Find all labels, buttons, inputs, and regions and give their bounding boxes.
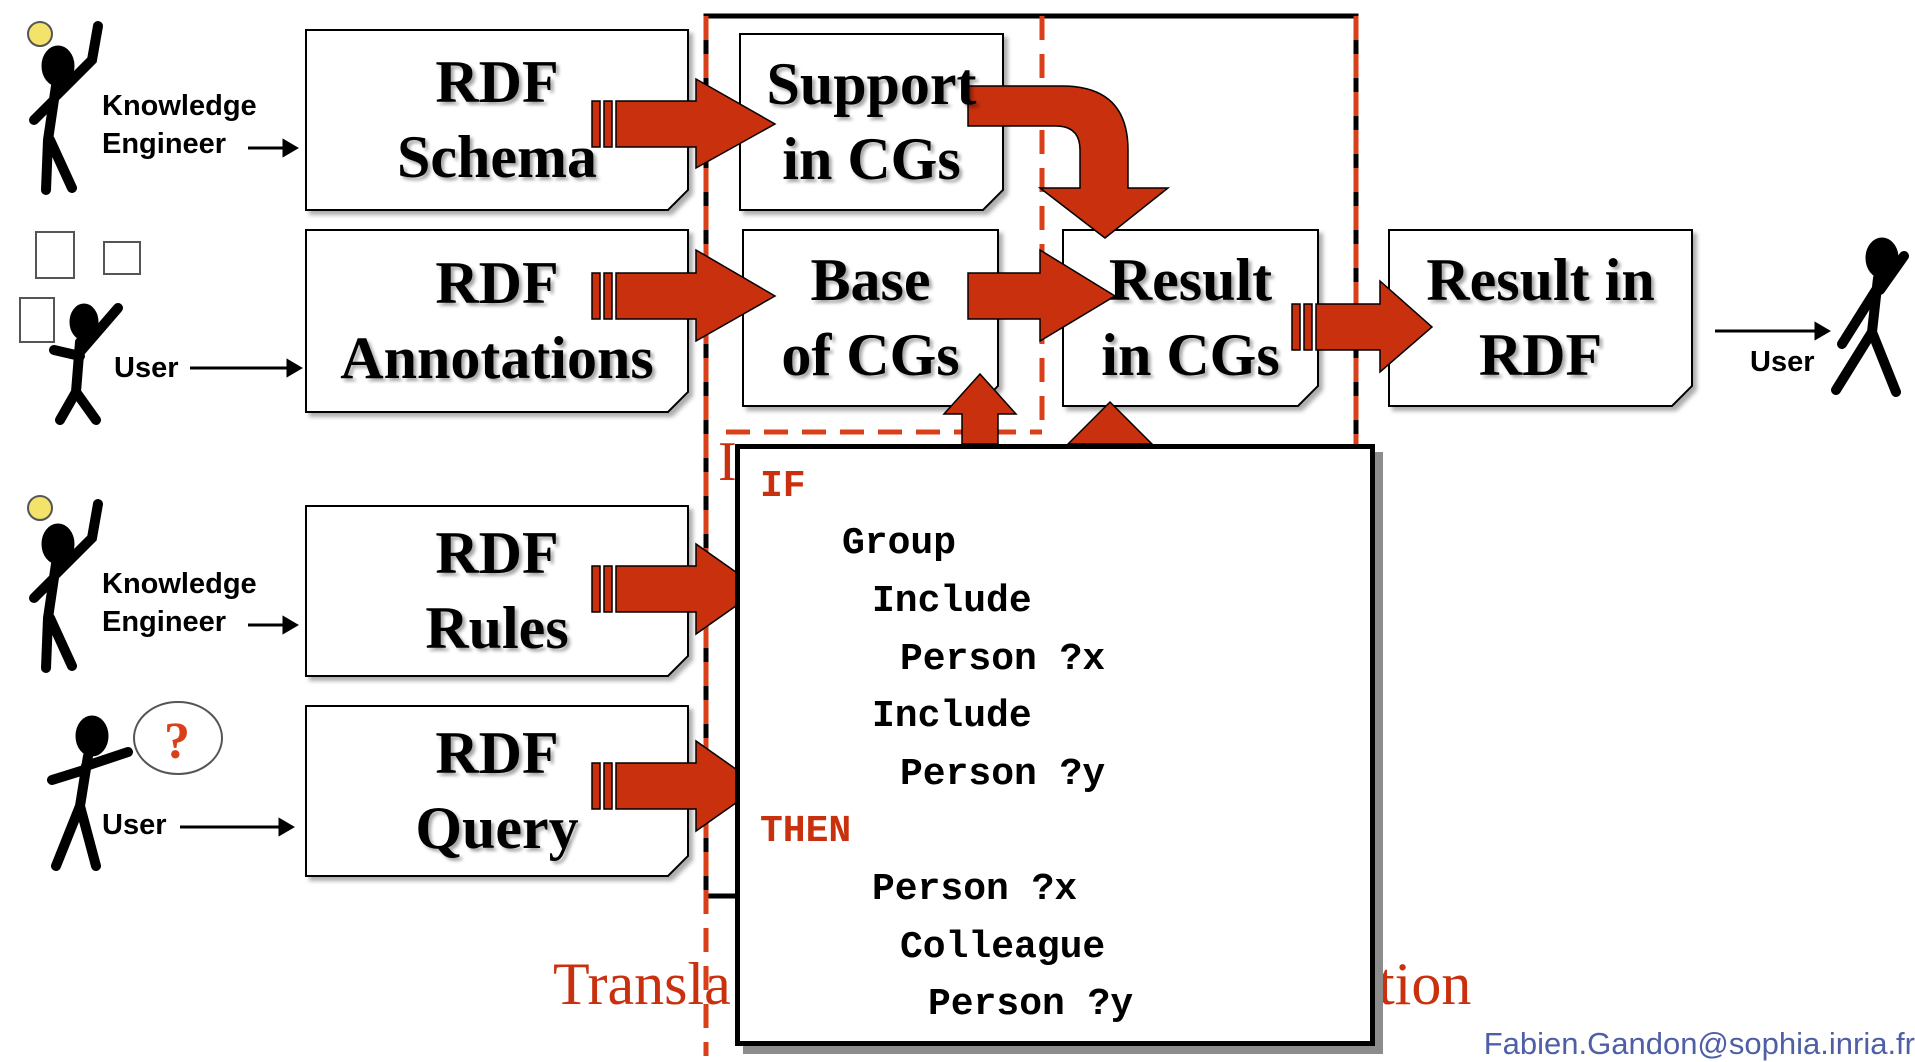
doc-result-cgs: Result in CGs [1063,230,1318,406]
doc-result-cgs-line2: in CGs [1101,322,1280,388]
actor-ke1-line2: Engineer [102,127,227,160]
rule-line-group: Group [842,522,957,565]
partial-inference-label: I [718,431,737,493]
thought-bubble-icon [133,701,223,775]
rule-then-person-x: Person ?x [872,868,1078,911]
doc-rdf-annotations-line1: RDF [435,250,559,316]
question-mark-icon: ? [164,713,190,770]
doc-result-rdf-line2: RDF [1478,322,1603,388]
actor-knowledge-engineer-2: Knowledge Engineer [102,566,257,641]
actor-ke1-line1: Knowledge [102,90,257,122]
actor-arrow-user2 [278,817,295,837]
doc-base-cgs-line2: of CGs [781,322,960,388]
arrow-base-to-result [967,248,1117,343]
actor-user-2: User [102,809,167,841]
actor-knowledge-engineer-1: Knowledge Engineer [102,88,257,163]
doc-base-cgs-line1: Base [810,247,931,313]
actor-user-1: User [114,352,179,384]
actor-arrow-user1 [286,358,303,378]
rule-line-person-x: Person ?x [900,638,1106,681]
rule-then-colleague: Colleague [900,926,1106,969]
doc-rdf-query: RDF Query [306,706,688,876]
knowledge-engineer-figure-1 [27,21,103,195]
rule-line-person-y: Person ?y [900,753,1106,796]
doc-rdf-annotations-line2: Annotations [340,325,654,391]
author-email[interactable]: Fabien.Gandon@sophia.inria.fr [1483,1026,1915,1061]
rule-if-keyword: IF [760,465,806,508]
translation-title-right: tion [1378,951,1472,1017]
rule-line-include-1: Include [872,580,1032,623]
doc-rdf-rules: RDF Rules [306,506,688,676]
doc-rdf-rules-line1: RDF [435,520,559,586]
rule-line-include-2: Include [872,695,1032,738]
arrow-up-to-base [942,372,1018,445]
doc-rdf-query-line2: Query [415,795,579,861]
arrow-rules-to-engine [591,542,762,636]
doc-rdf-schema-line2: Schema [397,124,597,190]
chart-document-icon [103,241,141,275]
actor-ke2-line2: Engineer [102,605,227,638]
doc-rdf-query-line1: RDF [435,720,559,786]
actor-ke2-line1: Knowledge [102,568,257,600]
arrow-annotations-to-base [591,248,777,343]
actor-arrow-ke1 [282,138,299,158]
translation-title-left: Transla [553,951,731,1017]
doc-shape-rdf-schema [305,29,689,211]
doc-result-cgs-line1: Result [1108,247,1273,313]
knowledge-engineer-figure-2 [27,495,103,673]
arrow-query-to-engine [591,739,762,833]
list-document-icon [19,297,55,343]
arrow-support-to-result [967,85,1171,239]
actor-arrow-ke2 [282,615,299,635]
arrow-schema-to-support [591,77,777,170]
doc-shape-support-cgs [739,33,1004,211]
doc-support-cgs-line2: in CGs [782,126,961,192]
arrow-resultcgs-to-resultrdf [1291,279,1434,374]
doc-shape-rdf-rules [305,505,689,677]
user-figure-1 [19,231,141,425]
doc-rdf-schema: RDF Schema [306,30,688,210]
actor-user-result: User [1750,346,1815,378]
doc-shape-result-rdf [1388,229,1693,407]
doc-shape-rdf-query [305,705,689,877]
result-user-figure [1831,237,1909,397]
doc-result-rdf-line1: Result in [1426,247,1655,313]
rule-popup: IF Group Include Person ?x Include Perso… [735,444,1375,1046]
doc-rdf-schema-line1: RDF [435,49,559,115]
doc-shape-result-cgs [1062,229,1319,407]
actor-arrow-result-user [1814,321,1831,341]
doc-support-cgs: Support in CGs [740,34,1003,210]
arrow-up-to-result [1066,400,1154,445]
lightbulb-icon [27,21,53,47]
lightbulb-icon-2 [27,495,53,521]
doc-rdf-rules-line2: Rules [425,595,569,661]
user-figure-2: ? [47,701,223,871]
doc-result-rdf: Result in RDF [1389,230,1692,406]
document-icon [35,231,75,279]
doc-support-cgs-line1: Support [766,51,977,117]
doc-rdf-annotations: RDF Annotations [306,230,688,412]
rule-then-person-y: Person ?y [928,983,1134,1026]
rule-then-keyword: THEN [760,810,852,853]
doc-base-cgs: Base of CGs [743,230,998,406]
